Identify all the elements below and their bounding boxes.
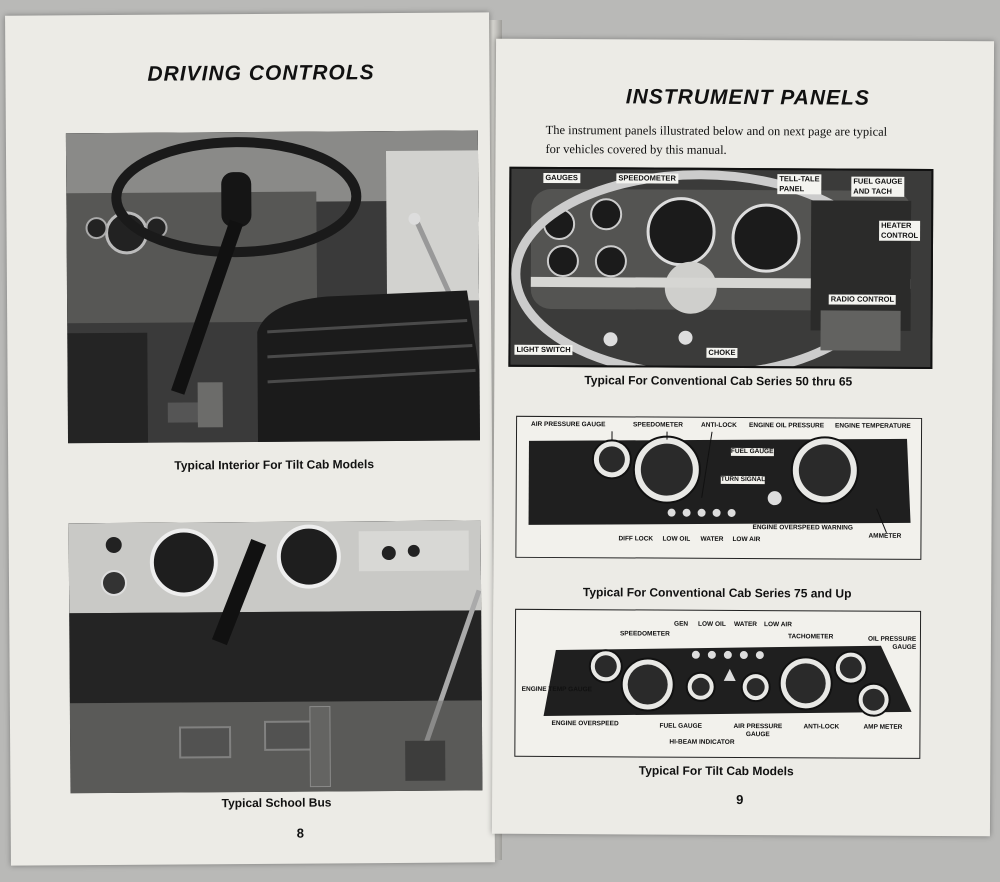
label-light-switch: LIGHT SWITCH (514, 344, 573, 356)
page-title-driving-controls: DRIVING CONTROLS (147, 61, 375, 86)
label-radio-control: RADIO CONTROL (828, 294, 897, 305)
label-water-p3: WATER (734, 620, 758, 629)
label-diff-lock: DIFF LOCK (618, 535, 654, 543)
intro-line-2: for vehicles covered by this manual. (545, 141, 727, 157)
tilt-cab-interior-illustration (65, 130, 481, 444)
caption-panel-tilt-cab: Typical For Tilt Cab Models (638, 763, 794, 779)
tilt-cab-panel-diagram (543, 645, 912, 717)
label-turn-signal: TURN SIGNAL (720, 475, 766, 485)
label-low-oil-p3: LOW OIL (698, 620, 726, 628)
label-ammeter: AMMETER (868, 532, 902, 540)
label-low-air-p2: LOW AIR (732, 535, 761, 544)
label-anti-lock-p2: ANTI-LOCK (701, 421, 737, 429)
intro-line-1: The instrument panels illustrated below … (545, 122, 888, 139)
label-anti-lock-p3: ANTI-LOCK (803, 723, 840, 731)
conventional-cab-75-up-diagram (528, 431, 911, 533)
caption-school-bus: Typical School Bus (221, 795, 332, 811)
school-bus-illustration (68, 520, 483, 794)
label-water-p2: WATER (700, 535, 724, 543)
label-tachometer: TACHOMETER (787, 633, 834, 641)
page-number-right: 9 (736, 791, 744, 808)
page-number-left: 8 (296, 825, 305, 841)
intro-paragraph: The instrument panels illustrated below … (545, 121, 955, 161)
label-engine-oil-pressure: ENGINE OIL PRESSURE (749, 422, 825, 430)
photo-school-bus (68, 520, 483, 794)
label-gauges: GAUGES (543, 172, 580, 184)
label-speedometer-p1: SPEEDOMETER (616, 173, 678, 184)
conventional-cab-50-65-panel-illustration (510, 168, 932, 367)
diagram-panel-conventional-75-up: AIR PRESSURE GAUGE SPEEDOMETER ANTI-LOCK… (515, 415, 923, 560)
label-fuel-gauge-p3: FUEL GAUGE (659, 722, 703, 730)
label-engine-temp-gauge: ENGINE TEMP GAUGE (521, 685, 593, 694)
label-engine-overspeed-warning: ENGINE OVERSPEED WARNING (752, 524, 853, 532)
caption-tilt-cab-interior: Typical Interior For Tilt Cab Models (174, 457, 375, 473)
label-air-pressure-gauge-p2: AIR PRESSURE GAUGE (531, 420, 606, 429)
label-fuel-gauge-p2: FUEL GAUGE (730, 447, 774, 457)
right-page: INSTRUMENT PANELS The instrument panels … (491, 38, 995, 837)
label-speedometer-p3: SPEEDOMETER (619, 630, 670, 638)
label-speedometer-p2: SPEEDOMETER (633, 421, 683, 429)
label-hi-beam-indicator: HI-BEAM INDICATOR (669, 738, 735, 746)
caption-panel-conventional-50-65: Typical For Conventional Cab Series 50 t… (584, 373, 853, 389)
photo-tilt-cab-interior (65, 130, 481, 444)
label-choke: CHOKE (706, 347, 738, 358)
label-engine-overspeed-p3: ENGINE OVERSPEED (551, 720, 619, 728)
page-title-instrument-panels: INSTRUMENT PANELS (625, 85, 870, 110)
label-amp-meter: AMP METER (863, 723, 903, 731)
label-low-air-p3: LOW AIR (764, 621, 792, 629)
label-low-oil-p2: LOW OIL (662, 535, 691, 543)
left-page: DRIVING CONTROLS Typical Interior For Ti… (5, 12, 495, 866)
caption-panel-conventional-75-up: Typical For Conventional Cab Series 75 a… (582, 585, 852, 601)
label-engine-temperature: ENGINE TEMPERATURE (835, 422, 911, 430)
diagram-panel-tilt-cab: SPEEDOMETER GEN LOW OIL WATER LOW AIR TA… (514, 608, 922, 759)
label-gen: GEN (674, 620, 689, 628)
